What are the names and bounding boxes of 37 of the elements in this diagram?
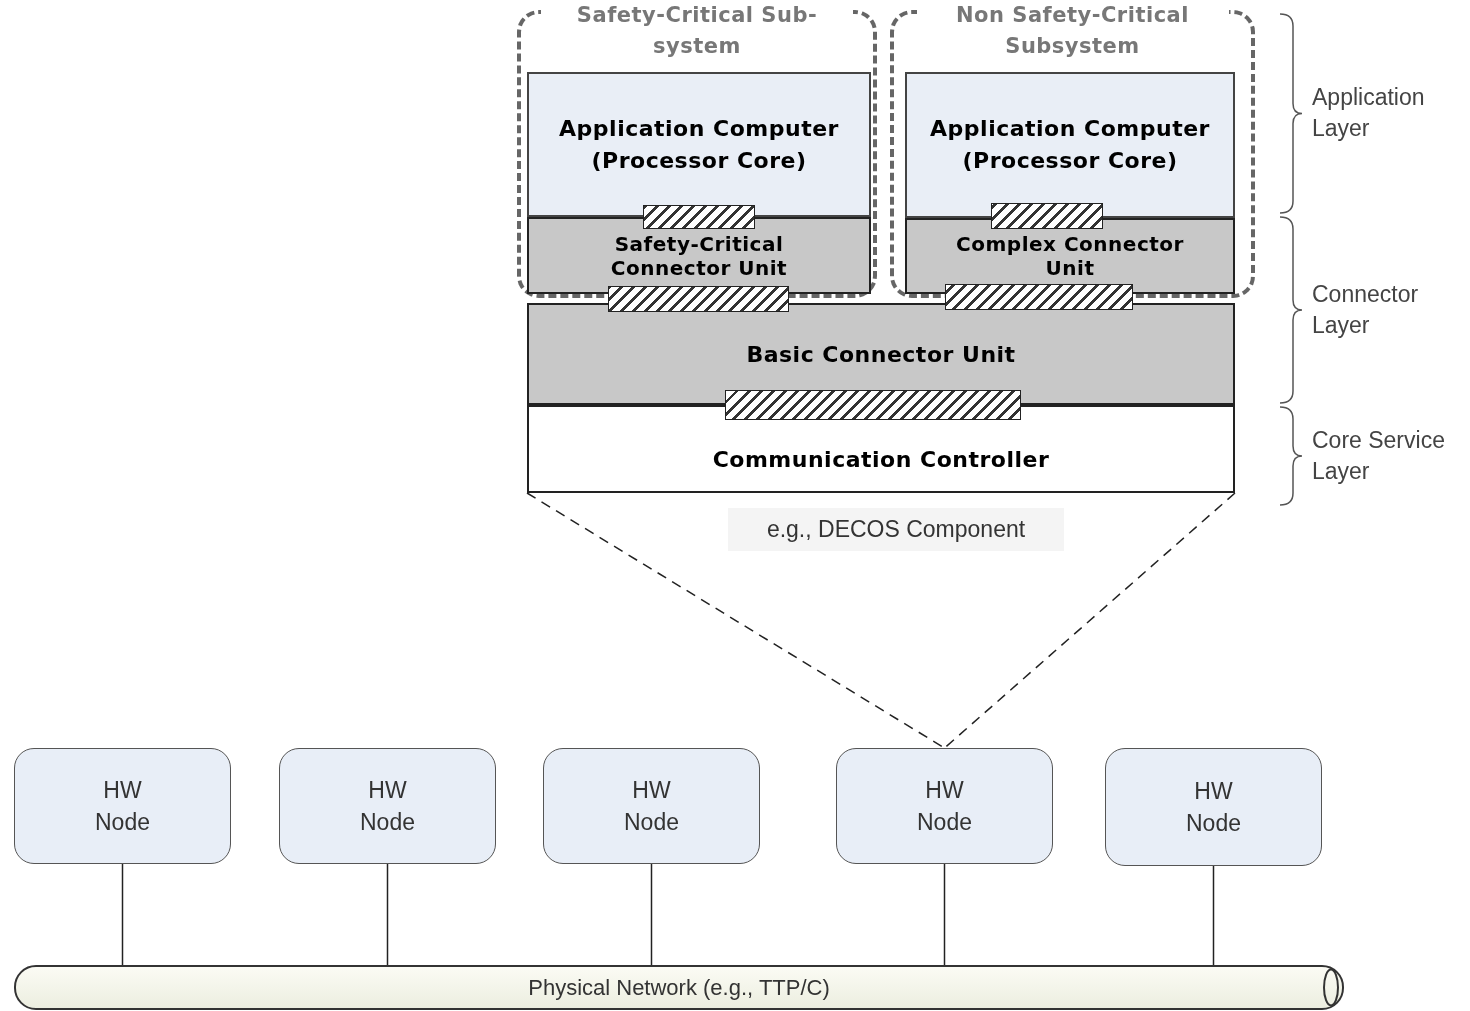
node-label: Basic Connector Unit xyxy=(746,341,1016,367)
processor-box xyxy=(905,72,1235,218)
processor-box xyxy=(527,72,871,217)
zoom-line xyxy=(943,492,1236,749)
connector-line xyxy=(650,863,653,966)
node-label: Complex Connector Unit xyxy=(955,232,1185,280)
hatched-interface xyxy=(725,390,1021,420)
hatched-interface xyxy=(945,284,1133,310)
node-label: HW Node xyxy=(916,776,973,837)
node-label: HW Node xyxy=(94,776,151,837)
connector-line xyxy=(943,863,946,966)
hatched-interface xyxy=(608,286,789,312)
node-label: Physical Network (e.g., TTP/C) xyxy=(528,974,830,1001)
node-label: HW Node xyxy=(359,776,416,837)
layer-label: Application Layer xyxy=(1312,83,1426,143)
node-label: HW Node xyxy=(1185,777,1242,838)
caption-label: e.g., DECOS Component xyxy=(728,508,1064,551)
controller-box xyxy=(527,405,1235,493)
hardware-node xyxy=(1105,748,1322,866)
node-label: HW Node xyxy=(623,776,680,837)
hardware-node xyxy=(14,748,231,864)
hatched-interface xyxy=(643,205,755,229)
node-label: Communication Controller xyxy=(712,446,1050,472)
node-label: Application Computer (Processor Core) xyxy=(929,115,1211,175)
node-label: Safety-Critical Connector Unit xyxy=(609,231,789,280)
hardware-node xyxy=(543,748,760,864)
hatched-interface xyxy=(991,203,1103,229)
connector-line xyxy=(386,863,389,966)
connector-line xyxy=(1212,865,1215,966)
network-bus xyxy=(14,965,1344,1010)
node-label: Application Computer (Processor Core) xyxy=(558,114,840,175)
connector-box xyxy=(527,303,1235,405)
layer-label: Core Service Layer xyxy=(1312,426,1446,486)
connector-line xyxy=(121,863,124,966)
hardware-node xyxy=(279,748,496,864)
hardware-node xyxy=(836,748,1053,864)
layer-label: Connector Layer xyxy=(1312,280,1420,340)
